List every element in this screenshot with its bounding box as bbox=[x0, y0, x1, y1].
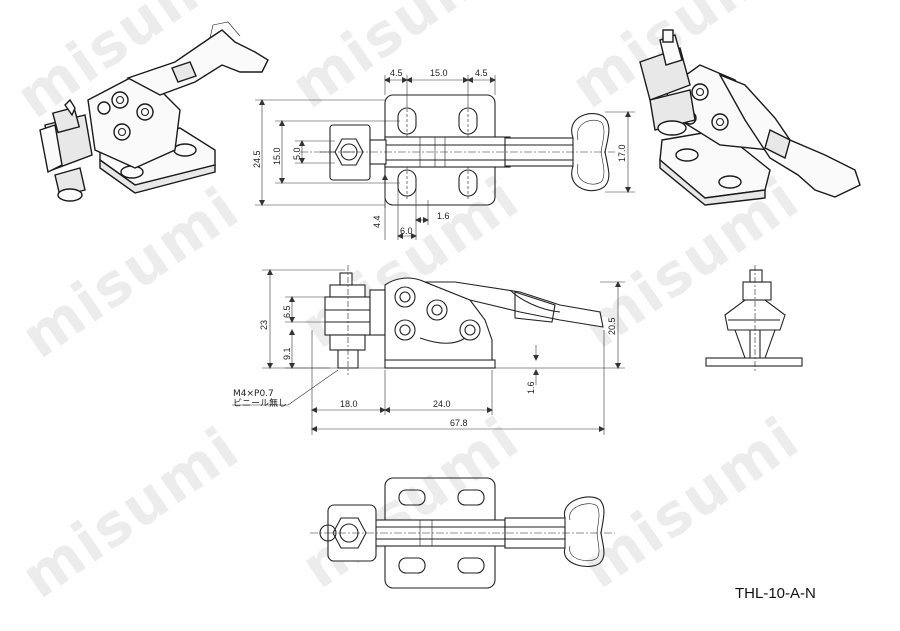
watermark: misumi bbox=[9, 173, 252, 371]
watermark: misumi bbox=[569, 403, 812, 601]
watermark: misumi bbox=[9, 413, 252, 611]
thread-note-vinyl: ビニール無し bbox=[233, 397, 287, 409]
dim-total-height: 23 bbox=[259, 320, 269, 330]
dim-upper: 6.5 bbox=[282, 305, 292, 318]
dim-gap-left: 4.5 bbox=[390, 68, 403, 78]
dim-overall-length: 67.8 bbox=[450, 418, 468, 428]
dim-base-thickness: 1.6 bbox=[526, 381, 536, 394]
dim-lower: 9.1 bbox=[282, 347, 292, 360]
dim-height-inner: 15.0 bbox=[272, 147, 282, 165]
bottom-view bbox=[310, 477, 615, 589]
top-view: 4.5 15.0 4.5 24.5 15.0 5.0 17.0 4.4 1.6 … bbox=[252, 68, 635, 240]
isometric-view-right bbox=[639, 29, 861, 206]
dim-height-outer: 24.5 bbox=[252, 150, 262, 168]
dim-gap-right: 4.5 bbox=[475, 68, 488, 78]
part-number-label: THL-10-A-N bbox=[735, 585, 816, 602]
watermark: misumi bbox=[279, 0, 522, 121]
dim-base-length: 24.0 bbox=[433, 399, 451, 409]
end-view bbox=[705, 265, 803, 372]
dim-slot-width: 4.4 bbox=[372, 215, 382, 228]
dim-slot-pitch: 6.0 bbox=[400, 226, 413, 236]
dim-plunger: 18.0 bbox=[340, 399, 358, 409]
dim-height-small: 5.0 bbox=[292, 147, 302, 160]
side-base-plate bbox=[384, 359, 496, 369]
dim-handle-width: 17.0 bbox=[617, 144, 627, 162]
side-view: 23 6.5 9.1 20.5 1.6 18.0 24.0 67.8 M4×P0… bbox=[232, 265, 625, 435]
isometric-view-left bbox=[39, 21, 269, 202]
thread-note-size: M4×P0.7 bbox=[233, 389, 274, 399]
dim-slot-offset: 1.6 bbox=[437, 211, 450, 221]
dim-handle-height: 20.5 bbox=[607, 317, 617, 335]
dim-hole-pitch: 15.0 bbox=[430, 68, 448, 78]
